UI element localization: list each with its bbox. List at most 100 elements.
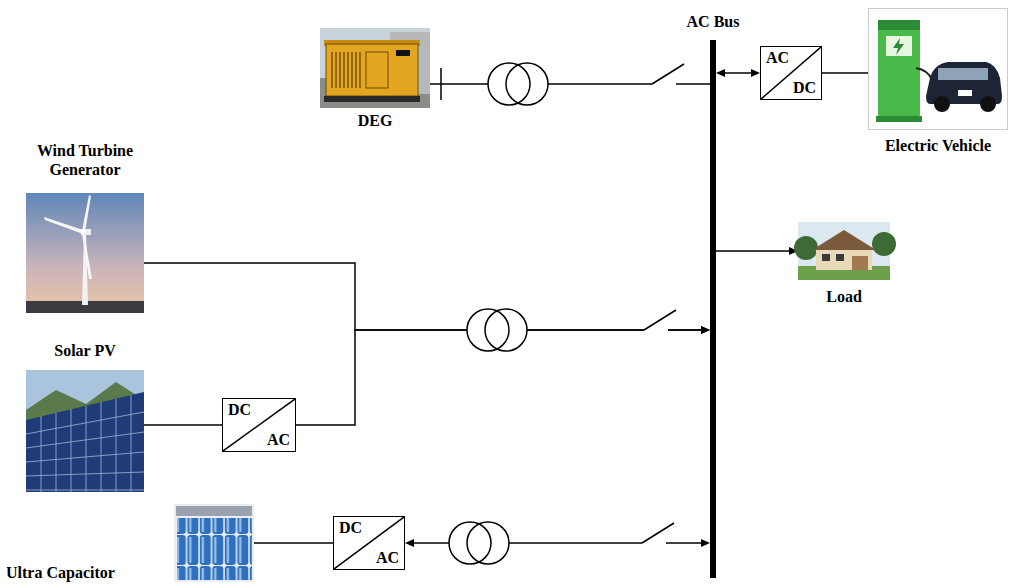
converter-box: DCAC — [222, 398, 296, 452]
wind-turbine-picture — [82, 195, 91, 232]
solar-panel-picture — [26, 370, 144, 492]
node-label: DC — [339, 519, 362, 537]
connector-line — [144, 263, 701, 330]
generator-picture — [320, 28, 430, 108]
house-picture — [794, 222, 896, 280]
solar-panel-picture — [26, 370, 144, 492]
connector-line — [822, 72, 868, 74]
load-node: Load — [798, 222, 890, 306]
generator-picture — [320, 28, 430, 108]
renewable-branch-symbols — [467, 309, 676, 351]
ac-bus-bar: AC Bus — [710, 40, 716, 578]
ev-charger-picture — [893, 38, 904, 55]
connector-line — [716, 250, 789, 252]
arrowhead — [701, 326, 710, 334]
deg-branch-symbols — [652, 76, 676, 92]
deg-branch-symbols — [488, 63, 530, 105]
connector-line — [144, 424, 222, 426]
converter-diagonal-line — [223, 399, 295, 451]
connector-line — [254, 542, 333, 544]
ev-charger-picture — [886, 36, 912, 56]
generator-picture — [331, 52, 332, 88]
deg-branch-symbols — [441, 63, 684, 105]
renewable-branch-symbols — [467, 309, 509, 351]
generator-picture — [332, 52, 360, 88]
solar-panel-picture — [26, 412, 144, 434]
generator-picture — [366, 52, 388, 88]
wind-turbine-picture — [82, 233, 92, 279]
solar-panel-picture — [116, 399, 117, 492]
deg-branch-symbols — [440, 68, 442, 100]
connector — [822, 73, 868, 74]
solar-panel-picture — [26, 432, 144, 448]
storage-branch-symbols — [467, 522, 509, 564]
renewable-branch-symbols — [644, 322, 668, 338]
deg-branch-symbols — [652, 64, 684, 84]
ev-node: Electric Vehicle — [868, 8, 1008, 155]
node-label: DC — [793, 79, 816, 97]
generator-picture — [324, 96, 420, 102]
node-label: Electric Vehicle — [885, 137, 991, 155]
ev-charger-picture — [878, 20, 920, 120]
wind-turbine-picture — [81, 230, 86, 235]
ev-charger-picture — [876, 116, 922, 122]
converter-box: DCAC — [333, 516, 405, 570]
node-label: AC Bus — [687, 13, 740, 31]
renewable-branch-symbols — [485, 309, 527, 351]
deg-branch-symbols — [506, 63, 548, 105]
picture-frame — [868, 8, 1008, 130]
ev-charger-picture — [938, 68, 988, 80]
picture-frame — [26, 193, 144, 313]
converter-box: ACDC — [760, 46, 822, 100]
ev-charger-picture — [958, 90, 972, 96]
solar-panel-picture — [26, 490, 144, 491]
connector — [144, 425, 222, 426]
generator-picture — [339, 52, 340, 88]
storage-branch-symbols — [449, 522, 491, 564]
deg-branch-symbols — [506, 63, 548, 105]
ev-charger-picture — [869, 9, 1008, 130]
arrowhead — [701, 326, 710, 334]
storage-branch-symbols — [467, 522, 509, 564]
connector — [716, 247, 798, 255]
wind-turbine-node: Wind Turbine Generator — [26, 142, 144, 313]
node-label: Ultra Capacitor — [6, 564, 115, 582]
solar-panel-picture — [26, 452, 144, 462]
wind-turbine-picture — [81, 229, 91, 235]
connector-line — [725, 72, 751, 74]
generator-picture — [335, 52, 336, 88]
connector — [254, 543, 333, 544]
ultracapacitor-node: Ultra Capacitor — [6, 504, 254, 582]
storage-branch-symbols — [642, 523, 674, 543]
storage-branch-symbols — [642, 535, 666, 551]
house-picture — [852, 256, 868, 270]
house-picture — [812, 230, 876, 250]
house-picture — [822, 254, 830, 261]
renewable-branch-symbols — [485, 309, 527, 351]
generator-picture — [355, 52, 356, 88]
solar-panel-picture — [56, 413, 57, 492]
node-label: AC — [766, 49, 789, 67]
generator-picture — [343, 52, 344, 88]
solar-panel-picture — [26, 392, 144, 492]
wind-turbine-picture — [26, 193, 144, 313]
generator-node: DEG — [320, 28, 430, 130]
connector — [716, 69, 760, 77]
wind-turbine-picture — [44, 217, 83, 234]
renewable-branch-symbols — [644, 310, 676, 330]
solar-panel-picture — [71, 409, 72, 492]
ev-charger-picture — [934, 96, 950, 112]
house-picture — [872, 232, 896, 256]
generator-picture — [326, 44, 418, 96]
node-label: DEG — [358, 112, 393, 130]
wind-turbine-picture — [26, 193, 144, 313]
ultracapacitor-picture — [174, 504, 254, 582]
picture-frame — [798, 222, 890, 280]
ultracapacitor-picture — [177, 518, 252, 580]
picture-frame — [26, 370, 144, 492]
node-label: AC — [267, 431, 290, 449]
generator-picture — [351, 52, 352, 88]
solar-panel-picture — [26, 395, 144, 492]
